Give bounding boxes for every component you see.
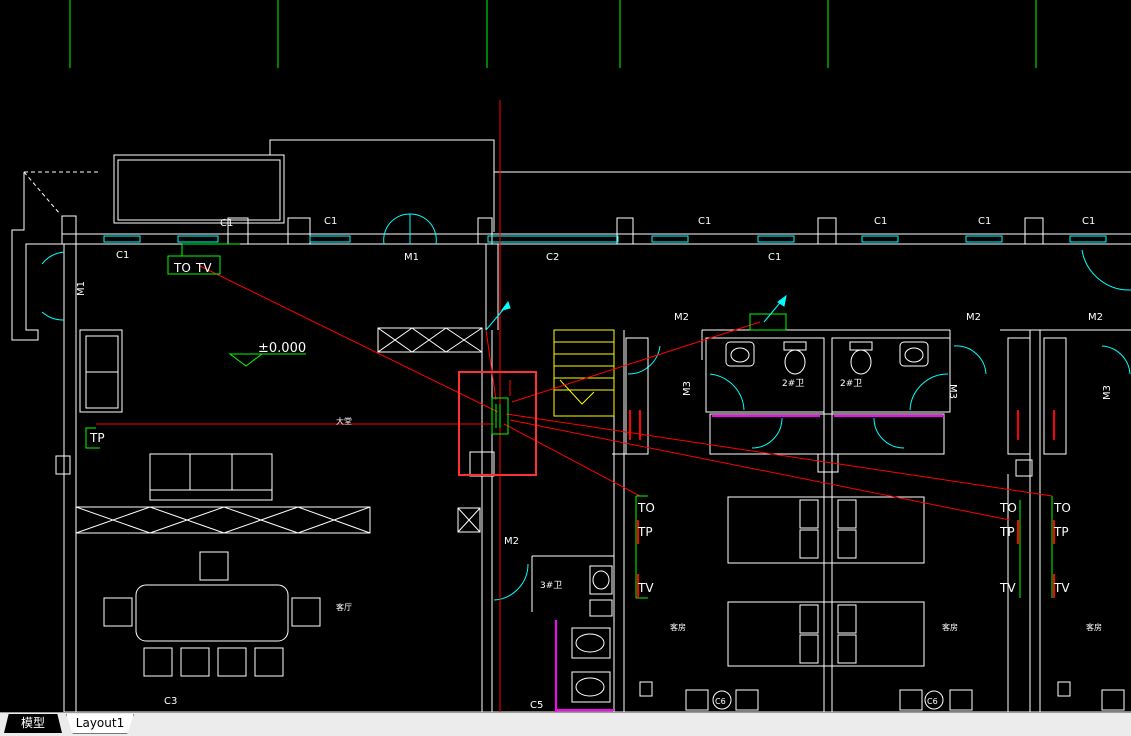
label-tp-right-a: TP bbox=[999, 525, 1015, 539]
label-c1-e: C1 bbox=[768, 252, 781, 263]
walls bbox=[11, 139, 1131, 712]
label-c1-h: C1 bbox=[1082, 216, 1095, 227]
tab-model[interactable]: 模型 bbox=[4, 714, 62, 733]
label-tv-top: TV bbox=[195, 261, 212, 275]
selection-highlight-box[interactable] bbox=[458, 371, 537, 476]
label-m3-c: M3 bbox=[1102, 385, 1113, 400]
label-m2-b: M2 bbox=[966, 312, 981, 323]
layout-tab-bar: 模型 Layout1 bbox=[0, 712, 1131, 736]
label-tv-mid: TV bbox=[637, 581, 654, 595]
label-c1-a: C1 bbox=[220, 218, 233, 229]
label-room-ke-b: 客房 bbox=[942, 622, 958, 632]
label-m2-a: M2 bbox=[674, 312, 689, 323]
windows bbox=[41, 213, 1131, 601]
label-c6-a: C6 bbox=[715, 697, 726, 706]
label-to-right-b: TO bbox=[1053, 501, 1071, 515]
label-c1-g: C1 bbox=[978, 216, 991, 227]
partitions bbox=[555, 415, 944, 712]
arrow-markers bbox=[485, 294, 787, 331]
outlets bbox=[85, 243, 1053, 599]
label-bath-2-b: 2#卫 bbox=[840, 379, 862, 389]
floor-plan-drawing[interactable]: C1 C1 C1 C1 C1 C1 C1 C1 C2 M1 M1 M2 M2 M… bbox=[0, 0, 1131, 712]
label-c1-b: C1 bbox=[116, 250, 129, 261]
label-room-ke-a: 客房 bbox=[670, 622, 686, 632]
label-tv-right-a: TV bbox=[999, 581, 1016, 595]
furniture bbox=[75, 327, 1125, 711]
label-c6-b: C6 bbox=[927, 697, 938, 706]
label-tp-right-b: TP bbox=[1053, 525, 1069, 539]
label-m3-b: M3 bbox=[947, 384, 958, 399]
label-bath-2-a: 2#卫 bbox=[782, 379, 804, 389]
tab-layout1[interactable]: Layout1 bbox=[66, 714, 134, 734]
label-c1-f: C1 bbox=[874, 216, 887, 227]
label-to-mid: TO bbox=[637, 501, 655, 515]
label-m1-side: M1 bbox=[76, 281, 87, 296]
label-to-top: TO bbox=[173, 261, 191, 275]
label-tp-left: TP bbox=[89, 431, 105, 445]
cad-model-space[interactable]: C1 C1 C1 C1 C1 C1 C1 C1 C2 M1 M1 M2 M2 M… bbox=[0, 0, 1131, 712]
label-dahe: 大堂 bbox=[336, 416, 352, 426]
label-m1-top: M1 bbox=[404, 252, 419, 263]
wiring-lines bbox=[96, 100, 1053, 712]
label-c1-c: C1 bbox=[324, 216, 337, 227]
stair bbox=[553, 329, 615, 417]
label-m2-d: M2 bbox=[504, 536, 519, 547]
label-bath-3: 3#卫 bbox=[540, 581, 562, 591]
label-tp-mid: TP bbox=[637, 525, 653, 539]
label-c3: C3 bbox=[164, 696, 177, 707]
label-room-canting: 客厅 bbox=[336, 602, 352, 612]
label-c5: C5 bbox=[530, 700, 543, 711]
label-c2: C2 bbox=[546, 252, 559, 263]
label-c1-d: C1 bbox=[698, 216, 711, 227]
axis-lines bbox=[69, 0, 1037, 68]
label-tv-right-b: TV bbox=[1053, 581, 1070, 595]
label-m3-a: M3 bbox=[682, 381, 693, 396]
label-m2-c: M2 bbox=[1088, 312, 1103, 323]
level-mark: ±0.000 bbox=[258, 341, 306, 356]
label-to-right-a: TO bbox=[999, 501, 1017, 515]
label-room-ke-c: 客房 bbox=[1086, 622, 1102, 632]
outlet-red-marks bbox=[629, 410, 1055, 598]
